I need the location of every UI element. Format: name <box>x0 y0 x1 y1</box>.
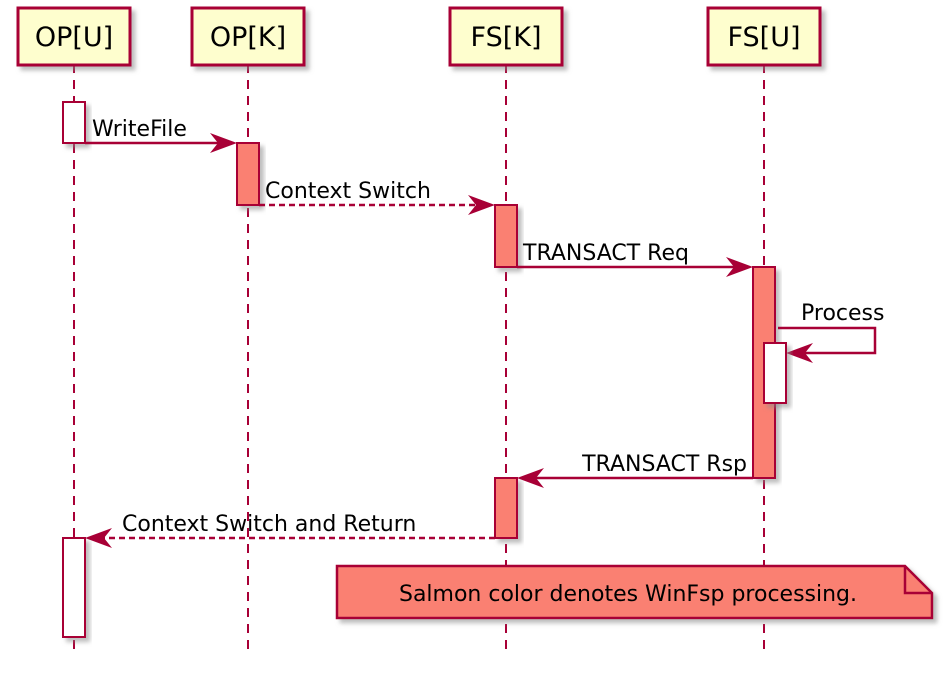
message-context-switch: Context Switch <box>259 179 495 215</box>
message-writefile-arrowhead <box>210 133 237 153</box>
participant-box-fsu: FS[U] <box>706 6 822 67</box>
activation-opu-2 <box>62 537 86 638</box>
note-label: Salmon color denotes WinFsp processing. <box>399 582 857 607</box>
message-context-switch-arrowhead <box>468 195 495 215</box>
message-context-switch-label: Context Switch <box>265 179 431 204</box>
message-context-switch-return-label: Context Switch and Return <box>122 512 416 537</box>
message-transact-rsp: TRANSACT Rsp <box>517 452 753 488</box>
activation-fsk-salmon-2 <box>494 477 518 539</box>
participant-label-fsk: FS[K] <box>471 22 542 53</box>
participant-label-opk: OP[K] <box>210 22 286 53</box>
message-process-label: Process <box>801 301 884 326</box>
message-process-self: Process <box>778 301 884 363</box>
note-fold <box>903 566 932 595</box>
note-body <box>335 564 934 620</box>
participant-box-fsk: FS[K] <box>448 6 564 67</box>
activation-fsu-nested <box>763 342 787 404</box>
note: Salmon color denotes WinFsp processing. <box>335 564 934 620</box>
message-transact-rsp-arrowhead <box>517 468 544 488</box>
activation-fsk-salmon-1 <box>494 204 518 268</box>
message-transact-req-arrowhead <box>726 257 753 277</box>
message-transact-rsp-label: TRANSACT Rsp <box>581 452 747 477</box>
participant-label-opu: OP[U] <box>35 22 113 53</box>
message-context-switch-return: Context Switch and Return <box>85 512 495 548</box>
activation-opk-salmon <box>236 142 260 206</box>
participant-box-opu: OP[U] <box>16 6 132 67</box>
message-transact-req: TRANSACT Req <box>517 241 753 277</box>
activation-opu-1 <box>62 101 86 144</box>
message-writefile-label: WriteFile <box>92 117 187 142</box>
message-transact-req-label: TRANSACT Req <box>522 241 689 266</box>
participant-box-opk: OP[K] <box>190 6 306 67</box>
message-writefile: WriteFile <box>85 117 237 153</box>
message-process-arrowhead <box>786 343 813 363</box>
participant-label-fsu: FS[U] <box>727 22 800 53</box>
message-context-switch-return-arrowhead <box>85 528 112 548</box>
